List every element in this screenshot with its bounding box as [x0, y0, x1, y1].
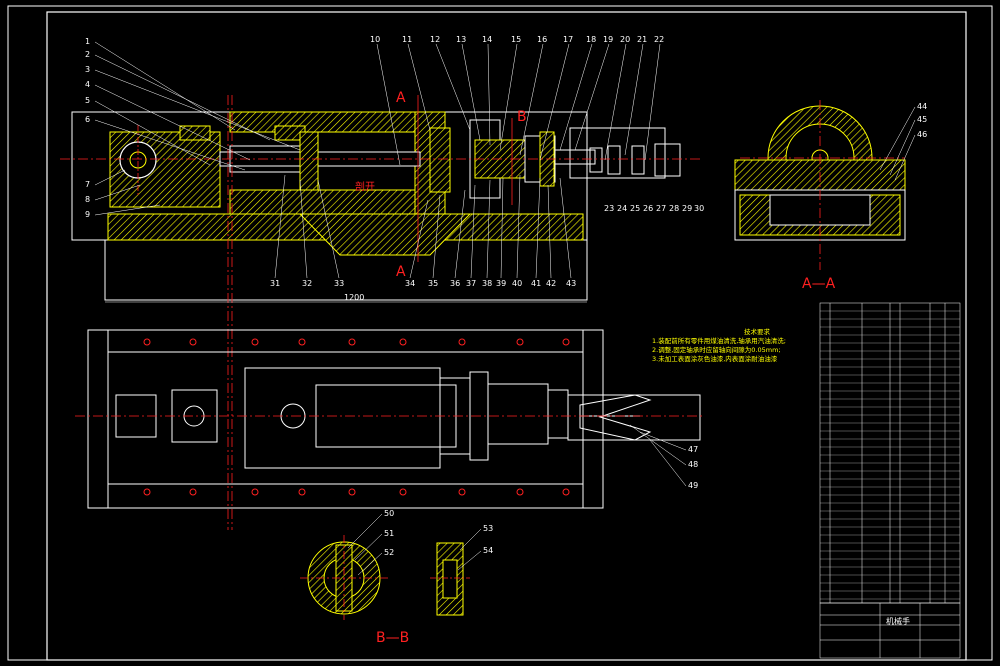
callout-33: 33 [334, 279, 344, 288]
callout-18: 18 [586, 35, 596, 44]
callout-28: 28 [669, 204, 679, 213]
technical-note-2: 2.调整,固定轴承时应留轴向间隙为0.05mm; [652, 346, 781, 354]
callout-22: 22 [654, 35, 664, 44]
callout-21: 21 [637, 35, 647, 44]
gripper-callouts: 23 24 25 26 27 28 29 30 [604, 204, 704, 213]
technical-notes: 技术要求 1.装配前所有零件用煤油清洗,轴承用汽油清洗; 2.调整,固定轴承时应… [652, 328, 822, 364]
section-bb-view [300, 535, 390, 620]
callout-24: 24 [617, 204, 627, 213]
callout-2: 2 [85, 50, 90, 59]
callout-41: 41 [531, 279, 541, 288]
callout-25: 25 [630, 204, 640, 213]
callout-7: 7 [85, 180, 90, 189]
main-section-view [60, 95, 700, 530]
technical-notes-title: 技术要求 [744, 328, 770, 336]
section-aa-view [734, 100, 906, 270]
callout-50: 50 [384, 509, 394, 518]
callout-5: 5 [85, 96, 90, 105]
callout-43: 43 [566, 279, 576, 288]
callout-16: 16 [537, 35, 547, 44]
section-label-a-top: A [396, 90, 406, 106]
callout-1: 1 [85, 37, 90, 46]
callout-40: 40 [512, 279, 522, 288]
cut-label: 剖开 [355, 180, 375, 193]
section-title-bb: B—B [376, 630, 409, 646]
callout-4: 4 [85, 80, 90, 89]
callout-29: 29 [682, 204, 692, 213]
callout-32: 32 [302, 279, 312, 288]
callout-38: 38 [482, 279, 492, 288]
callout-42: 42 [546, 279, 556, 288]
bottom-callouts: 31 32 33 34 35 36 37 38 39 40 41 42 43 [270, 174, 576, 288]
callout-12: 12 [430, 35, 440, 44]
callout-53: 53 [483, 524, 493, 533]
outer-frame [7, 5, 993, 661]
callout-48: 48 [688, 460, 698, 469]
callout-10: 10 [370, 35, 380, 44]
technical-note-1: 1.装配前所有零件用煤油清洗,轴承用汽油清洗; [652, 337, 786, 345]
callout-3: 3 [85, 65, 90, 74]
callout-49: 49 [688, 481, 698, 490]
callout-15: 15 [511, 35, 521, 44]
plan-view [75, 329, 705, 509]
section-label-a-bottom: A [396, 264, 406, 280]
callout-36: 36 [450, 279, 460, 288]
callout-8: 8 [85, 195, 90, 204]
top-callouts: 1 2 3 4 5 6 7 8 9 10 11 12 13 14 15 16 1… [85, 35, 664, 219]
callout-54: 54 [483, 546, 493, 555]
callout-45: 45 [917, 115, 927, 124]
callout-34: 34 [405, 279, 415, 288]
technical-note-3: 3.未加工表面涂灰色油漆,内表面涂耐油油漆 [652, 355, 778, 363]
callout-35: 35 [428, 279, 438, 288]
parts-list-rows [820, 310, 960, 600]
callout-23: 23 [604, 204, 614, 213]
section-title-aa: A—A [802, 276, 836, 292]
callout-17: 17 [563, 35, 573, 44]
dimension-overall-length: 1200 [344, 293, 364, 302]
callout-46: 46 [917, 130, 927, 139]
callout-6: 6 [85, 115, 90, 124]
section-label-b-top: B [517, 109, 527, 125]
title-block-name: 机械手 [886, 616, 910, 626]
sleeve-view [430, 542, 470, 616]
callout-13: 13 [456, 35, 466, 44]
callout-11: 11 [402, 35, 412, 44]
callout-47: 47 [688, 445, 698, 454]
callout-9: 9 [85, 210, 90, 219]
callout-14: 14 [482, 35, 492, 44]
callout-27: 27 [656, 204, 666, 213]
callout-20: 20 [620, 35, 630, 44]
inner-frame [46, 11, 967, 661]
callout-39: 39 [496, 279, 506, 288]
parts-list-table [819, 302, 961, 604]
callout-37: 37 [466, 279, 476, 288]
callout-44: 44 [917, 102, 927, 111]
callout-19: 19 [603, 35, 613, 44]
callout-51: 51 [384, 529, 394, 538]
title-block [819, 602, 961, 659]
callout-52: 52 [384, 548, 394, 557]
callout-30: 30 [694, 204, 704, 213]
callout-31: 31 [270, 279, 280, 288]
callout-26: 26 [643, 204, 653, 213]
